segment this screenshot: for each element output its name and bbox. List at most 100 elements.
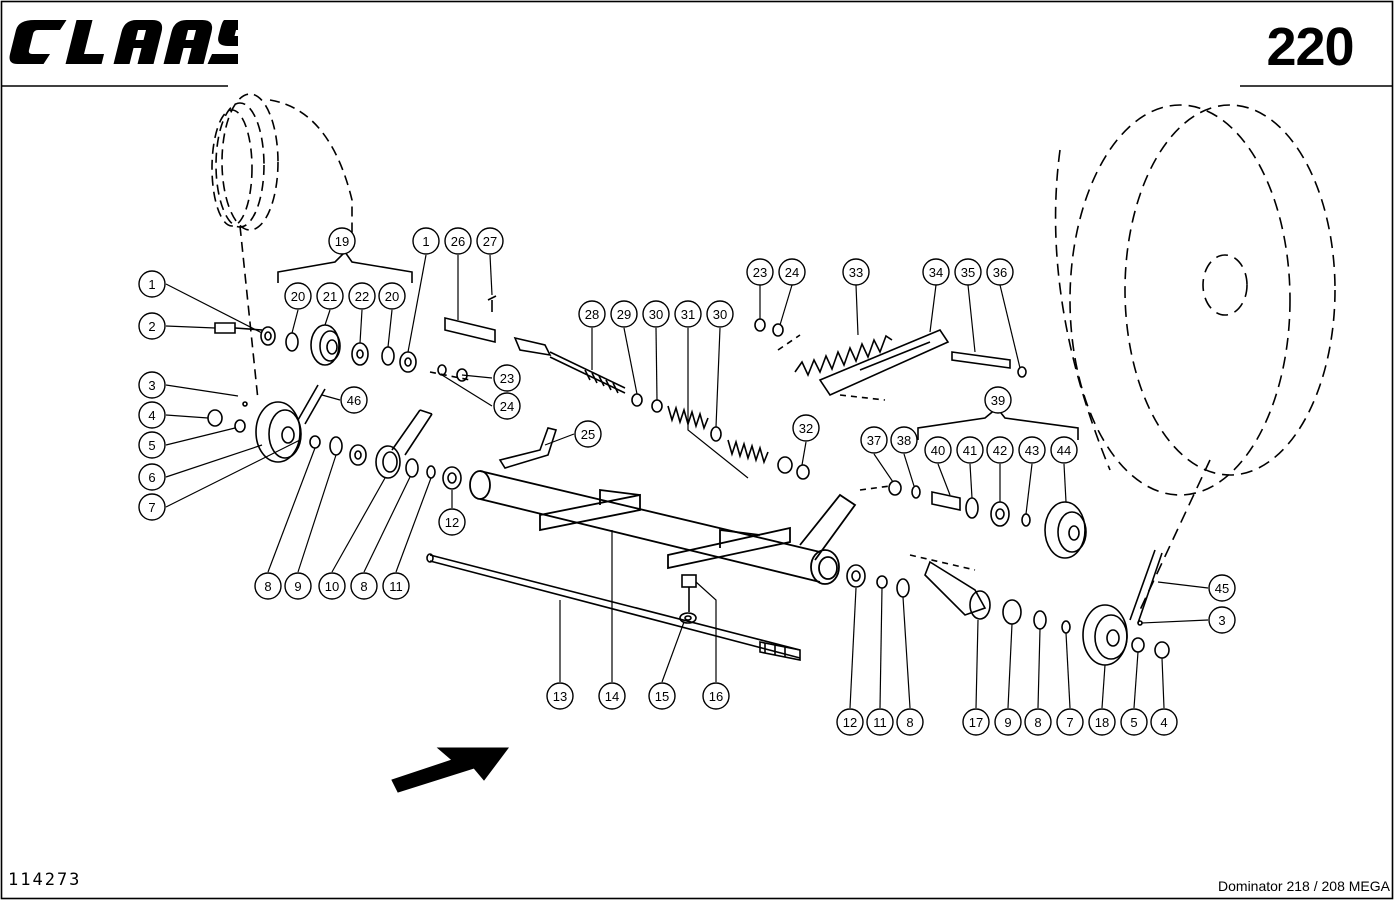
callout-41: 41: [956, 436, 984, 464]
callout-label: 5: [1130, 715, 1137, 730]
callout-circle: [1088, 708, 1116, 736]
callout-circle: [956, 436, 984, 464]
bolt-16: [679, 574, 697, 624]
callout-38: 38: [890, 426, 918, 454]
main-tube: [469, 470, 857, 585]
callout-label: 33: [849, 265, 863, 280]
callout-circle: [284, 282, 312, 310]
callout-12: 12: [836, 708, 864, 736]
callout-27: 27: [476, 227, 504, 255]
callout-1: 1: [412, 227, 440, 255]
callout-label: 25: [581, 427, 595, 442]
callout-label: 1: [422, 234, 429, 249]
callout-21: 21: [316, 282, 344, 310]
callout-36: 36: [986, 258, 1014, 286]
callout-circle: [138, 493, 166, 521]
lower-shaft: [426, 553, 801, 661]
callout-circle: [962, 708, 990, 736]
callout-circle: [610, 300, 638, 328]
callout-circle: [444, 227, 472, 255]
callout-30: 30: [706, 300, 734, 328]
callout-circle: [284, 572, 312, 600]
callout-31: 31: [674, 300, 702, 328]
callout-circle: [674, 300, 702, 328]
document-number: 114273: [8, 870, 82, 890]
callout-8: 8: [350, 572, 378, 600]
callout-circle: [1208, 574, 1236, 602]
callout-label: 34: [929, 265, 943, 280]
callout-label: 23: [753, 265, 767, 280]
callout-circle: [316, 282, 344, 310]
callout-35: 35: [954, 258, 982, 286]
callout-circle: [648, 682, 676, 710]
callout-label: 32: [799, 421, 813, 436]
callout-label: 31: [681, 307, 695, 322]
callout-label: 4: [148, 408, 155, 423]
callout-circle: [493, 364, 521, 392]
callout-circle: [1150, 708, 1178, 736]
callout-11: 11: [866, 708, 894, 736]
callout-label: 8: [906, 715, 913, 730]
direction-arrow: [391, 747, 509, 793]
callout-circle: [138, 371, 166, 399]
callout-circle: [984, 386, 1012, 414]
callout-label: 20: [385, 289, 399, 304]
callout-circle: [138, 431, 166, 459]
callout-label: 3: [1218, 613, 1225, 628]
callout-label: 6: [148, 470, 155, 485]
callout-circle: [340, 386, 368, 414]
callout-circle: [138, 312, 166, 340]
callout-5: 5: [1120, 708, 1148, 736]
callout-circle: [438, 508, 466, 536]
callout-circle: [1018, 436, 1046, 464]
callout-label: 15: [655, 689, 669, 704]
callout-circle: [578, 300, 606, 328]
callout-circle: [1208, 606, 1236, 634]
callout-label: 27: [483, 234, 497, 249]
callout-label: 24: [785, 265, 799, 280]
callout-label: 20: [291, 289, 305, 304]
callout-6: 6: [138, 463, 166, 491]
callout-9: 9: [284, 572, 312, 600]
callout-circle: [890, 426, 918, 454]
callout-label: 37: [867, 433, 881, 448]
callout-14: 14: [598, 682, 626, 710]
callout-4: 4: [1150, 708, 1178, 736]
callout-circle: [702, 682, 730, 710]
callout-29: 29: [610, 300, 638, 328]
callout-46: 46: [340, 386, 368, 414]
callout-label: 30: [713, 307, 727, 322]
callout-label: 45: [1215, 581, 1229, 596]
callout-label: 36: [993, 265, 1007, 280]
callout-label: 46: [347, 393, 361, 408]
callout-10: 10: [318, 572, 346, 600]
callout-circle: [138, 401, 166, 429]
callout-23: 23: [746, 258, 774, 286]
callout-label: 23: [500, 371, 514, 386]
callout-circle: [382, 572, 410, 600]
callout-16: 16: [702, 682, 730, 710]
callout-23: 23: [493, 364, 521, 392]
callout-circle: [986, 258, 1014, 286]
callout-label: 42: [993, 443, 1007, 458]
callout-39: 39: [984, 386, 1012, 414]
callout-circle: [1120, 708, 1148, 736]
callout-circle: [412, 227, 440, 255]
claas-logo: [9, 20, 238, 64]
callout-label: 41: [963, 443, 977, 458]
callout-label: 30: [649, 307, 663, 322]
left-belt-drum: [211, 93, 353, 401]
callout-label: 7: [1066, 715, 1073, 730]
callout-8: 8: [1024, 708, 1052, 736]
callout-40: 40: [924, 436, 952, 464]
callout-4: 4: [138, 401, 166, 429]
callout-circle: [836, 708, 864, 736]
callout-label: 39: [991, 393, 1005, 408]
callout-30: 30: [642, 300, 670, 328]
callout-24: 24: [778, 258, 806, 286]
callout-label: 40: [931, 443, 945, 458]
callout-label: 12: [843, 715, 857, 730]
callout-label: 21: [323, 289, 337, 304]
callout-label: 13: [553, 689, 567, 704]
